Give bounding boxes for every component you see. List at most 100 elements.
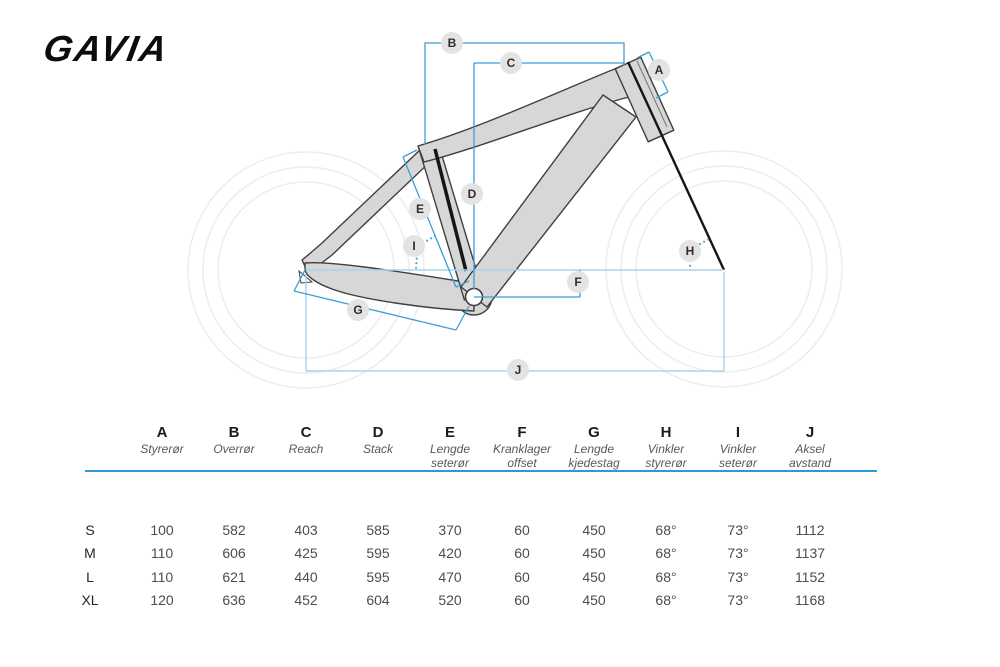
table-divider-line <box>85 470 877 472</box>
cell-e: 520 <box>438 592 462 609</box>
cell-j: 1152 <box>794 568 826 585</box>
col-letter: C <box>300 424 312 441</box>
marker-g: G <box>347 299 369 321</box>
cell-f: 60 <box>514 522 530 538</box>
header-col-i: I Vinkler seterør <box>702 424 774 470</box>
header-col-c: C Reach <box>270 424 342 470</box>
cell-i: 73° <box>727 568 749 585</box>
marker-h: H <box>679 240 701 262</box>
header-col-j: J Aksel avstand <box>774 424 846 470</box>
down-tube <box>460 94 637 308</box>
cell-h: 68° <box>655 568 677 585</box>
marker-j: J <box>507 359 529 381</box>
cell-a: 110 <box>150 545 174 562</box>
dim-g-chainstay <box>293 267 470 331</box>
row-size: M <box>84 545 96 562</box>
col-letter: A <box>156 424 168 441</box>
cell-f: 60 <box>514 592 530 609</box>
geometry-table-rows: S 100 582 403 585 370 60 450 68° 73° 111… <box>54 519 846 613</box>
cell-c: 452 <box>294 592 318 609</box>
cell-e: 470 <box>438 568 462 585</box>
cell-i: 73° <box>727 545 749 562</box>
col-letter: D <box>372 424 384 441</box>
marker-e: E <box>409 198 431 220</box>
cell-h: 68° <box>655 592 677 609</box>
col-label: Reach <box>288 442 324 456</box>
col-label: Vinkler seterør <box>718 442 757 470</box>
cell-j: 1168 <box>794 592 826 609</box>
col-letter: H <box>660 424 672 441</box>
cell-c: 403 <box>294 522 318 538</box>
col-label: Overrør <box>213 442 255 456</box>
marker-a: A <box>648 59 670 81</box>
col-label: Lengde seterør <box>429 442 471 470</box>
cell-a: 120 <box>150 592 174 609</box>
header-col-b: B Overrør <box>198 424 270 470</box>
cell-f: 60 <box>514 545 530 562</box>
col-label: Styrerør <box>140 442 184 456</box>
col-label: Kranklager offset <box>492 442 552 470</box>
row-size: S <box>85 522 95 538</box>
dim-b-top-tube <box>424 42 625 145</box>
header-col-f: F Kranklager offset <box>486 424 558 470</box>
header-col-h: H Vinkler styrerør <box>630 424 702 470</box>
dim-e-seat-tube <box>402 149 470 288</box>
cell-f: 60 <box>514 568 530 585</box>
cell-g: 450 <box>582 568 606 585</box>
cell-i: 73° <box>727 522 749 538</box>
cell-d: 595 <box>366 545 390 562</box>
col-letter: J <box>805 424 815 441</box>
dim-h-head-angle-dots <box>689 237 712 270</box>
header-col-a: A Styrerør <box>126 424 198 470</box>
col-label: Vinkler styrerør <box>645 442 687 470</box>
marker-b: B <box>441 32 463 54</box>
cell-e: 370 <box>438 522 462 538</box>
marker-c: C <box>500 52 522 74</box>
cell-g: 450 <box>582 592 606 609</box>
frame-geometry-diagram <box>187 42 843 389</box>
cell-a: 100 <box>150 522 174 538</box>
steering-axis-line <box>626 61 726 271</box>
col-letter: G <box>588 424 600 441</box>
cell-b: 636 <box>222 592 246 609</box>
col-label: Stack <box>362 442 393 456</box>
cell-d: 585 <box>366 522 390 538</box>
cell-d: 604 <box>366 592 390 609</box>
chainstay <box>304 262 475 312</box>
cell-c: 425 <box>294 545 318 562</box>
cell-j: 1137 <box>794 545 826 562</box>
marker-f: F <box>567 271 589 293</box>
col-letter: F <box>517 424 527 441</box>
marker-i: I <box>403 235 425 257</box>
angle-dotted-lines <box>415 235 712 270</box>
col-letter: B <box>228 424 240 441</box>
cell-h: 68° <box>655 522 677 538</box>
cell-a: 110 <box>150 568 174 585</box>
header-col-e: E Lengde seterør <box>414 424 486 470</box>
cell-i: 73° <box>727 592 749 609</box>
cell-c: 440 <box>294 568 318 585</box>
col-label: Aksel avstand <box>788 442 832 470</box>
cell-e: 420 <box>438 545 462 562</box>
cell-b: 606 <box>222 545 246 562</box>
row-size: XL <box>81 592 99 609</box>
col-letter: E <box>444 424 455 441</box>
cell-j: 1112 <box>795 522 825 538</box>
row-size: L <box>86 568 94 585</box>
seat-tube-slot <box>433 148 468 272</box>
cell-b: 582 <box>222 522 246 538</box>
headset-spacer-line <box>636 60 668 128</box>
col-letter: I <box>735 424 741 441</box>
header-size-col <box>54 424 126 470</box>
cell-g: 450 <box>582 545 606 562</box>
col-label: Lengde kjedestag <box>568 442 620 470</box>
header-col-d: D Stack <box>342 424 414 470</box>
bike-frame <box>301 56 675 316</box>
cell-g: 450 <box>582 522 606 538</box>
cell-b: 621 <box>222 568 246 585</box>
cell-d: 595 <box>366 568 390 585</box>
cell-h: 68° <box>655 545 677 562</box>
header-col-g: G Lengde kjedestag <box>558 424 630 470</box>
marker-d: D <box>461 183 483 205</box>
